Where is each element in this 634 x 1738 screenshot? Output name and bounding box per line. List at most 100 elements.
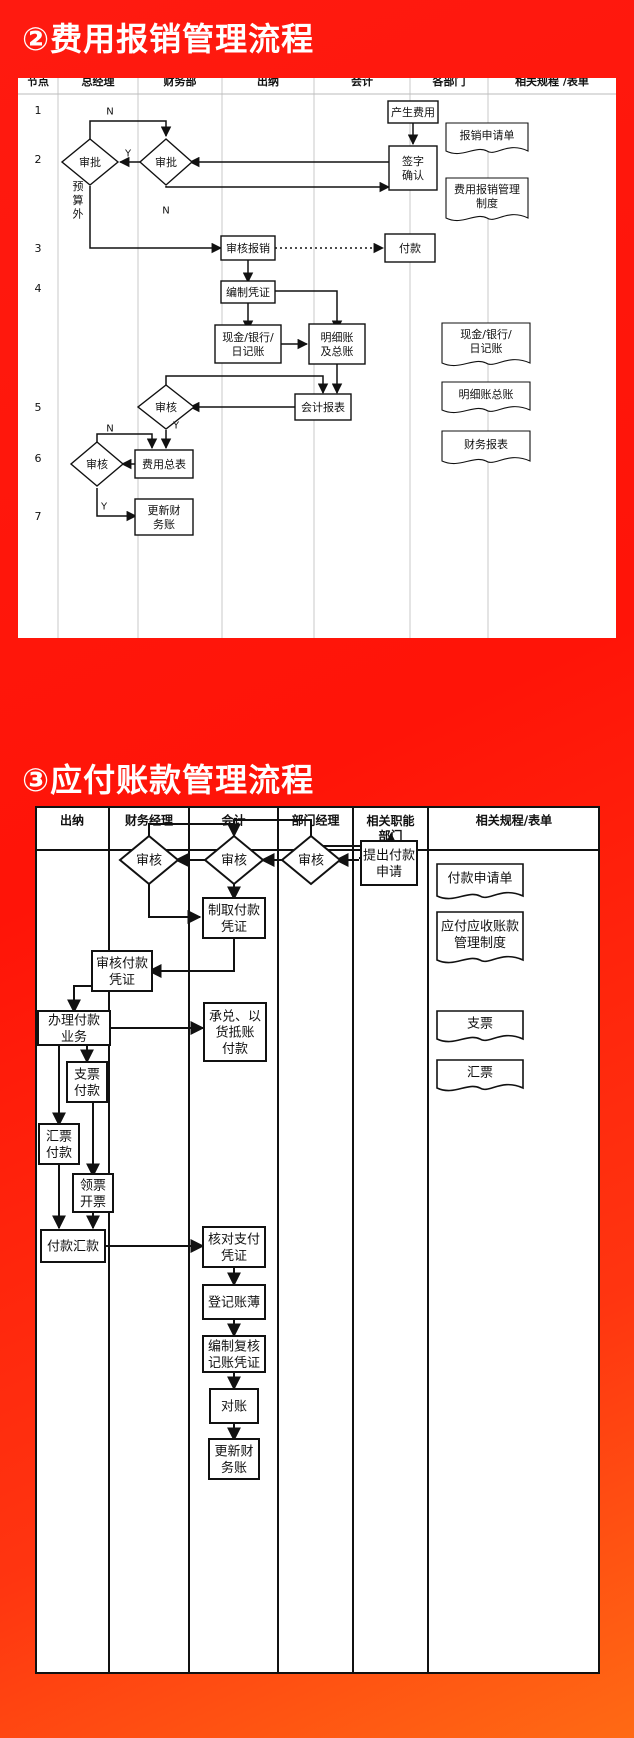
loop-n-top: [89, 120, 172, 139]
column-header-line: 总经理: [82, 78, 115, 88]
box-check-pay-label-line: 支票: [74, 1068, 100, 1083]
box-submit-request-label-line: 申请: [376, 865, 402, 880]
box-submit-request-label-line: 提出付款: [363, 848, 415, 864]
diamond-acc-audit-label: 审核: [221, 854, 247, 869]
box-reconcile-label-line: 对账: [221, 1400, 247, 1415]
node-number-6: 6: [35, 452, 42, 465]
doc-reimburse-form-label: 报销申请单: [460, 128, 515, 142]
column-header-line: 部门: [378, 828, 402, 843]
box-sign-confirm: [388, 145, 438, 191]
column-header: 会计: [221, 812, 245, 827]
label-n-3: N: [106, 424, 113, 435]
payable-flowchart: 出纳财务经理会计部门经理相关职能部门相关规程/表单提出付款申请制取付款凭证审核付…: [35, 806, 600, 1674]
column-header: 部门经理: [291, 812, 339, 827]
label-out-of-budget-line: 预: [73, 180, 84, 193]
diamond-fm-audit-label: 审核: [136, 854, 162, 869]
doc-cash-bank-journal-label-line: 现金/银行/: [460, 327, 512, 341]
box-draft-pay-label-line: 付款: [46, 1146, 72, 1161]
diamond-fm-audit: [118, 834, 180, 886]
column-header-line: 各部门: [432, 78, 466, 88]
node-number-7-line: 7: [35, 510, 42, 523]
diamond-fm-audit-label-line: 审核: [136, 854, 162, 869]
doc-draft: [436, 1059, 524, 1092]
box-reconcile-label: 对账: [221, 1400, 247, 1415]
label-out-of-budget-line: 算: [73, 193, 84, 207]
doc-ar-ap-policy: [436, 911, 524, 964]
box-submit-request-label: 提出付款申请: [363, 848, 415, 880]
doc-draft-label-line: 汇票: [467, 1066, 493, 1081]
expense-flowchart: 节点总经理财务部出纳会计各部门相关规程 /表单1234567产生费用签字确认审核…: [18, 78, 616, 638]
diamond-audit: [136, 384, 196, 430]
label-n-2-line: N: [162, 206, 169, 217]
label-y-3-line: Y: [100, 502, 108, 513]
box-detail-ledger-label-line: 及总账: [321, 344, 354, 358]
box-handle-payment: [37, 1010, 111, 1046]
column-header: 财务部: [163, 78, 197, 88]
column-header: 财务经理: [124, 812, 173, 827]
diamond-fin-approve: [138, 138, 194, 186]
diamond-audit-2: [69, 441, 125, 487]
box-cash-journal-label-line: 现金/银行/: [222, 330, 274, 344]
box-update-ledger-label-line: 更新财: [214, 1444, 253, 1460]
doc-expense-policy: [445, 177, 529, 222]
box-update-ledger-label-line: 务账: [221, 1460, 247, 1476]
node-number-3-line: 3: [35, 242, 42, 255]
audit-to-report-top: [165, 375, 329, 395]
box-review-reimburse-label-line: 审核报销: [226, 241, 270, 255]
doc-ar-ap-policy-label-line: 应付应收账款: [441, 919, 519, 935]
label-y-2: Y: [172, 421, 180, 432]
node-number-3: 3: [35, 242, 42, 255]
box-sign-confirm-label-line: 签字: [402, 154, 424, 168]
box-verify-voucher-label-line: 凭证: [221, 1249, 247, 1264]
node-number-1-line: 1: [35, 104, 42, 117]
box-make-recheck: [202, 1335, 266, 1373]
voucher-to-ledger: [275, 290, 343, 332]
label-y-1-line: Y: [124, 149, 132, 160]
box-pay-label-line: 付款: [399, 241, 421, 255]
box-accounting-report-label-line: 会计报表: [301, 400, 345, 414]
column-header: 各部门: [432, 78, 466, 88]
box-update-ledger-label-line: 更新财: [148, 503, 181, 517]
column-header: 总经理: [82, 78, 115, 88]
label-n-1-line: N: [106, 107, 113, 118]
diamond-dept-audit-label-line: 审核: [298, 854, 324, 869]
label-n-3-line: N: [106, 424, 113, 435]
label-y-2-line: Y: [172, 421, 180, 432]
box-pay: [384, 233, 436, 263]
doc-fin-report-label: 财务报表: [464, 437, 508, 451]
box-post-ledger-label-line: 登记账薄: [208, 1296, 260, 1311]
box-generate-expense: [387, 100, 439, 124]
column-header-line: 出纳: [257, 78, 279, 88]
column-header-line: 相关职能: [366, 813, 414, 828]
doc-reimburse-form: [445, 122, 529, 155]
box-make-voucher-label-line: 编制凭证: [226, 285, 270, 299]
box-remit-label-line: 付款汇款: [47, 1240, 99, 1255]
box-make-voucher: [220, 280, 276, 304]
doc-pay-request: [436, 863, 524, 900]
box-check-pay: [66, 1061, 108, 1103]
fm-to-voucher: [148, 884, 202, 924]
expense-flow-title: ②费用报销管理流程: [22, 20, 315, 58]
box-reconcile: [209, 1388, 259, 1424]
diamond-fin-approve-label: 审批: [155, 155, 177, 169]
box-verify-voucher: [202, 1226, 266, 1268]
doc-ledger-label: 明细账总账: [459, 387, 514, 401]
box-remit: [40, 1229, 106, 1263]
diamond-dept-audit: [280, 834, 342, 886]
node-number-4: 4: [35, 282, 42, 295]
doc-ledger: [441, 381, 531, 414]
column-header-line: 部门经理: [291, 812, 339, 827]
box-make-voucher: [202, 897, 266, 939]
box-get-ticket-label-line: 开票: [80, 1195, 106, 1210]
column-header-line: 财务部: [163, 78, 197, 88]
box-handle-payment-label-line: 办理付款: [48, 1014, 100, 1029]
box-update-ledger-label-line: 务账: [153, 518, 175, 531]
doc-cheque: [436, 1010, 524, 1043]
box-review-voucher: [91, 950, 153, 992]
doc-ar-ap-policy-label-line: 管理制度: [454, 935, 506, 951]
node-number-7: 7: [35, 510, 42, 523]
box-accept-offset: [203, 1002, 267, 1062]
box-detail-ledger-label: 明细账及总账: [321, 331, 354, 358]
payable-flow-title: ③应付账款管理流程: [22, 761, 315, 799]
box-expense-summary-label-line: 费用总表: [142, 457, 186, 471]
